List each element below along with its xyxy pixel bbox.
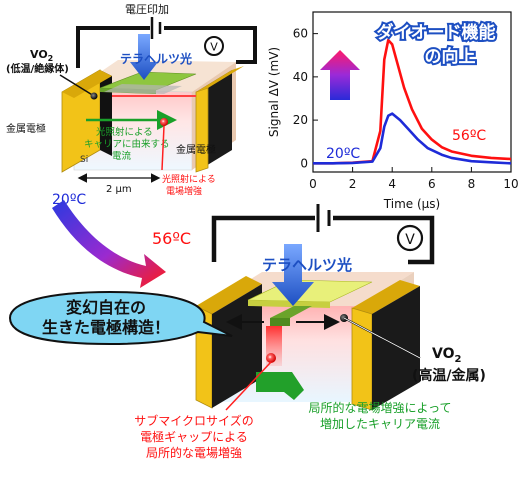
x-tick-label: 2 [349,177,357,191]
transition-arrow [52,200,166,288]
bottom-speech-bubble: 変幻自在の 生きた電極構造！ [8,290,233,346]
bottom-thz-label: テラヘルツ光 [262,256,352,274]
svg-text:V: V [210,41,218,54]
top-current-line2: キャリアに由来する [84,138,170,150]
bottom-right-electrode-side [372,286,420,410]
top-voltage-label: 電圧印加 [125,3,169,16]
top-circuit-wire [76,26,257,68]
bottom-vo2-gap [270,306,312,318]
bottom-green-arrow [256,372,304,400]
bubble-line1: 変幻自在の [66,298,146,317]
top-field-dot [160,118,168,126]
x-tick-label: 0 [309,177,317,191]
bottom-left-electrode-side [212,284,262,408]
top-voltmeter-icon: V [204,36,224,56]
top-thz-arrow [130,34,158,80]
top-optical-spot [104,84,182,94]
y-tick-label: 20 [293,113,308,127]
top-current-line1: 光照射による [96,126,153,138]
bottom-gap-line2: 電極ギャップによる [140,429,248,444]
top-field-line1: 光照射による [162,173,216,185]
svg-text:V: V [405,232,415,248]
chart-series [313,38,512,165]
top-right-electrode-top [196,66,244,92]
x-tick-label: 10 [503,177,518,191]
series-label-56: 56ºC [452,128,486,144]
y-tick-label: 40 [293,70,308,84]
bottom-gap-leader [225,361,272,411]
top-field-line2: 電場増強 [166,185,202,197]
x-tick-label: 8 [468,177,476,191]
bottom-vo2-label: VO2 [432,346,462,365]
top-field-leader [161,125,165,171]
top-right-electrode-label: 金属電極 [176,143,216,156]
bottom-circuit-wire [211,215,435,265]
headline-line1: ダイオード機能 [377,22,496,43]
top-left-electrode-label: 金属電極 [6,122,46,135]
bottom-device: V テラヘルツ光 56ºC 変幻自在の [8,204,486,460]
x-tick-label: 6 [428,177,436,191]
chart-xlabel: Time (μs) [383,197,440,211]
headline-line2: の向上 [425,46,476,67]
headline: ダイオード機能 の向上 [375,20,498,69]
top-left-electrode-top [62,70,112,98]
bottom-current-line2: 増加したキャリア電流 [320,417,440,431]
top-current-line3: 電流 [112,150,132,162]
bottom-thz-arrow [272,244,314,306]
bottom-field-dot [266,353,276,363]
bottom-battery-symbol [315,204,333,232]
series-line-1 [313,112,512,165]
bottom-vo2-state: (高温/金属) [412,367,486,384]
chart-ylabel: Signal ΔV (mV) [267,47,281,137]
improvement-arrow [320,50,360,100]
top-vo2-leader-dot [90,92,98,100]
signal-chart: 0 20 40 60 0 2 4 6 8 10 Signal ΔV (mV) Time (μs)… [267,11,519,211]
top-right-electrode-front [195,87,209,173]
y-tick-label: 60 [293,27,308,41]
top-gap-label: 2 μm [106,184,132,195]
chart-x-ticks: 0 2 4 6 8 10 [309,167,519,191]
bottom-voltmeter-icon: V [396,224,424,252]
top-substrate-label: Si [80,155,88,165]
y-tick-label: 0 [300,156,308,170]
bubble-line2: 生きた電極構造！ [42,318,170,337]
bottom-right-electrode-top [352,280,420,314]
bottom-vo2-gap-face [270,318,290,326]
chart-plot-area [312,11,512,173]
x-tick-label: 4 [388,177,396,191]
top-thz-label: テラヘルツ光 [120,51,192,66]
chart-y-ticks: 0 20 40 60 [293,27,318,170]
series-label-20: 20ºC [326,146,360,162]
top-vo2-leader [59,74,95,97]
bottom-temperature: 56ºC [152,229,191,248]
bottom-gap-line3: 局所的な電場増強 [146,445,242,460]
top-vo2-state: (低温/絶縁体) [6,62,69,75]
top-device: V 電圧印加 テラヘルツ光 VO2 (低温/絶縁体) 光照射による キャリアに由… [6,3,257,208]
bottom-gap-line1: サブマイクロサイズの [134,413,253,428]
top-battery-symbol [150,17,164,39]
top-vo2-label: VO2 [30,48,53,63]
bottom-vo2-leader-white [343,317,421,359]
bottom-current-line1: 局所的な電場増強によって [308,400,451,415]
bottom-left-electrode-top [196,276,262,314]
